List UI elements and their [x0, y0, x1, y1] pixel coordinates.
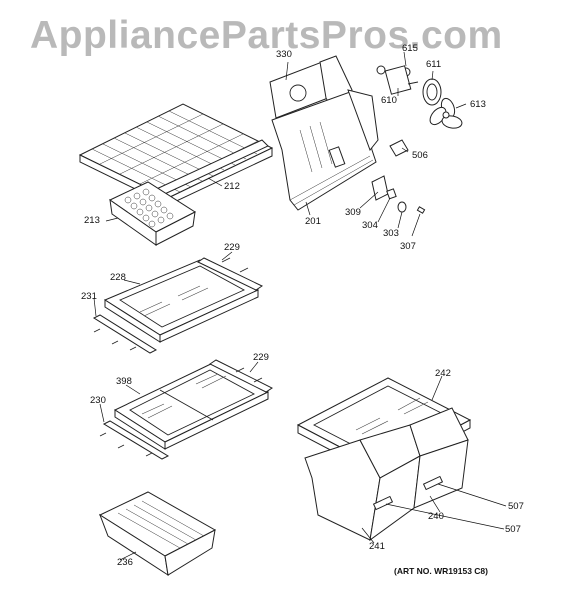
callout-228: 228 — [110, 272, 126, 283]
shelf-screws — [93, 257, 263, 457]
part-230-shelf-frame — [102, 359, 273, 460]
callout-231: 231 — [81, 291, 97, 302]
callout-230: 230 — [90, 395, 106, 406]
art-number: (ART NO. WR19153 C8) — [394, 566, 488, 576]
part-213-tray — [109, 181, 197, 246]
callout-240: 240 — [428, 511, 444, 522]
callout-611: 611 — [426, 59, 442, 70]
callout-330: 330 — [276, 49, 292, 60]
part-228-glass-shelf — [103, 259, 260, 343]
callout-309: 309 — [345, 207, 361, 218]
callout-507-right: 507 — [508, 501, 524, 512]
callout-213: 213 — [84, 215, 100, 226]
part-613-fan-blade — [429, 97, 463, 129]
callout-507-left: 507 — [505, 524, 521, 535]
callout-201: 201 — [305, 216, 321, 227]
part-240-crisper-drawer — [409, 407, 469, 509]
part-398-glass-shelf — [113, 361, 270, 450]
callout-506: 506 — [412, 150, 428, 161]
part-611-motor-bracket — [422, 78, 442, 106]
callout-615: 615 — [402, 43, 418, 54]
part-610-fan-motor — [384, 65, 419, 95]
part-309-304-303-307-hardware — [371, 175, 426, 214]
part-212-wire-shelf — [78, 103, 274, 206]
callout-307: 307 — [400, 241, 416, 252]
callout-242: 242 — [435, 368, 451, 379]
callout-304: 304 — [362, 220, 378, 231]
callout-303: 303 — [383, 228, 399, 239]
callout-398: 398 — [116, 376, 132, 387]
callout-229-lower: 229 — [253, 352, 269, 363]
callout-229-upper: 229 — [224, 242, 240, 253]
part-506-clip — [389, 139, 409, 157]
part-231-shelf-frame — [92, 257, 264, 354]
part-201-evaporator-cover — [271, 89, 379, 211]
callout-613: 613 — [470, 99, 486, 110]
watermark-text: AppliancePartsPros.com — [30, 14, 503, 57]
leader-lines — [93, 51, 507, 561]
part-241-crisper-drawer — [304, 424, 421, 542]
part-236-drawer — [98, 491, 217, 577]
callout-610: 610 — [381, 95, 397, 106]
callout-212: 212 — [224, 181, 240, 192]
callout-241: 241 — [369, 541, 385, 552]
callout-236: 236 — [117, 557, 133, 568]
